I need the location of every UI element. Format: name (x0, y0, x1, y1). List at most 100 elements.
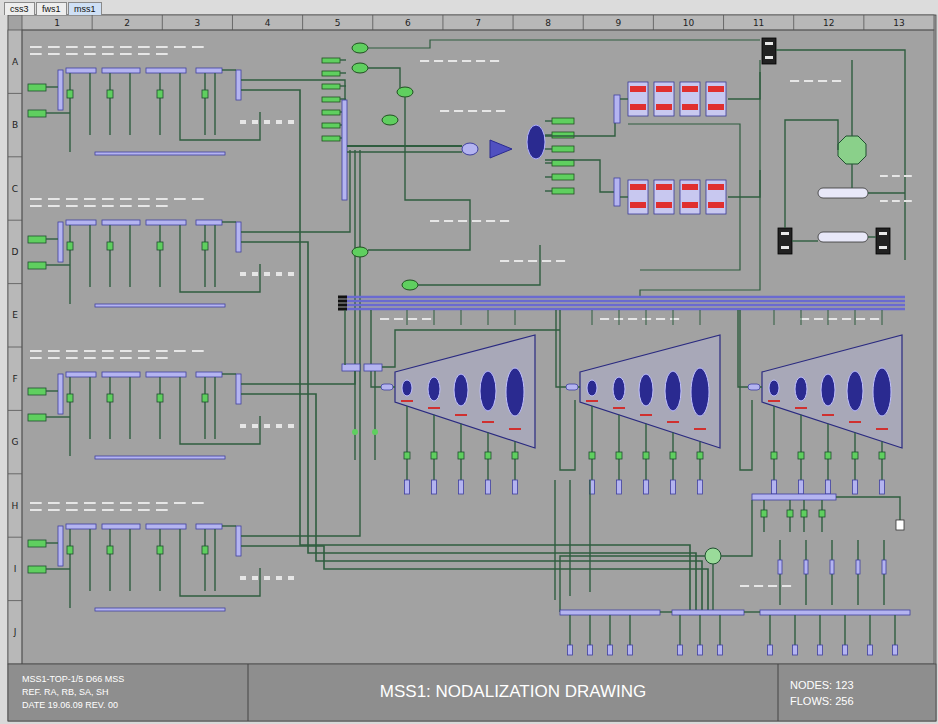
label-mark (276, 120, 282, 124)
pipe-line (180, 416, 260, 444)
label-mark (84, 53, 96, 55)
pipe-line (248, 664, 249, 721)
pipe-line (433, 415, 434, 480)
label-mark (30, 53, 42, 55)
label-mark (440, 110, 449, 112)
pipe-line (241, 150, 360, 536)
pipe-line (232, 15, 233, 30)
column-number: 11 (753, 18, 764, 28)
turbine-stage (428, 377, 440, 401)
label-mark (48, 198, 60, 200)
label-mark (252, 424, 258, 428)
valve-symbol (787, 510, 793, 517)
pipe-line (723, 15, 724, 30)
turbine-stage (873, 368, 891, 416)
label-mark (138, 53, 150, 55)
title-block-text: REF. RA, RB, SA, SH (22, 686, 238, 699)
label-mark (420, 60, 429, 62)
boundary-box (322, 84, 340, 89)
column-number: 10 (683, 18, 694, 28)
control-valve (490, 140, 512, 158)
pipe-line (241, 150, 355, 384)
tube-bundle (708, 86, 724, 92)
pipe-line (204, 529, 205, 591)
label-mark (156, 357, 168, 359)
label-mark (48, 357, 60, 359)
label-mark (782, 585, 791, 587)
valve-symbol (202, 394, 208, 402)
pipe-line (545, 110, 615, 136)
label-mark (276, 272, 282, 276)
pipe-line (851, 60, 852, 136)
pipe-line (774, 310, 775, 325)
column-number: 6 (405, 18, 411, 28)
column-number: 2 (124, 18, 130, 28)
label-mark (192, 502, 204, 504)
header-bar (102, 524, 140, 529)
boundary-box (552, 146, 574, 152)
pipe-line (515, 310, 516, 325)
label-mark (192, 350, 204, 352)
label-mark (120, 350, 132, 352)
pipe-line (69, 287, 70, 304)
row-letter: E (12, 310, 18, 320)
label-mark (66, 350, 78, 352)
label-mark (892, 175, 900, 177)
pipe-line (673, 310, 674, 325)
header-bar (66, 524, 96, 529)
label-mark (870, 318, 879, 320)
turbine-stage (665, 371, 681, 411)
turbine-stage (527, 125, 545, 159)
drain-vessel (459, 480, 464, 494)
pipe-line (406, 406, 407, 480)
turbine-casing (762, 335, 902, 448)
stage-mark (613, 407, 625, 409)
pipe-line (869, 615, 870, 645)
pipe-line (204, 73, 205, 135)
pipe-line (345, 300, 905, 303)
boundary-box (322, 110, 340, 115)
column-number: 12 (823, 18, 834, 28)
turbine-stage (587, 380, 597, 396)
valve-symbol (352, 247, 368, 257)
pipe-line (89, 529, 90, 591)
pipe-line (545, 160, 614, 192)
condenser-bar (760, 610, 910, 615)
sheet-tab: css3 (4, 2, 35, 15)
boundary-box (28, 110, 46, 117)
stage-mark (667, 421, 679, 423)
pipe-line (180, 264, 260, 292)
stage-mark (428, 407, 440, 409)
drain-vessel (772, 480, 777, 494)
pipe-line (514, 441, 515, 480)
drain-vessel (405, 480, 410, 494)
pipe-line (179, 73, 180, 135)
turbine-stage (847, 371, 863, 411)
header-bar (196, 220, 222, 225)
valve-symbol (157, 242, 163, 250)
header-bar (146, 372, 186, 377)
valve-symbol (372, 429, 378, 435)
column-number: 8 (545, 18, 551, 28)
header-bar (102, 220, 140, 225)
label-mark (156, 198, 168, 200)
label-mark (48, 509, 60, 511)
vessel-mark (765, 56, 773, 59)
valve-symbol (67, 242, 73, 250)
hotwell-bar (752, 494, 836, 500)
tube-bundle (630, 184, 646, 190)
stage-mark (509, 428, 521, 430)
pipe-line (620, 196, 628, 197)
label-mark (30, 198, 42, 200)
pipe-line (589, 480, 590, 592)
reheater-box (680, 180, 700, 214)
deaerator-symbol (838, 136, 866, 164)
valve-symbol (67, 546, 73, 554)
drawing-frame (8, 15, 936, 721)
tube-bundle (708, 104, 724, 110)
stage-mark (482, 421, 494, 423)
turbine-stage (769, 380, 779, 396)
pipe-line (728, 170, 760, 197)
stage-mark (849, 421, 861, 423)
boundary-box (28, 540, 46, 547)
